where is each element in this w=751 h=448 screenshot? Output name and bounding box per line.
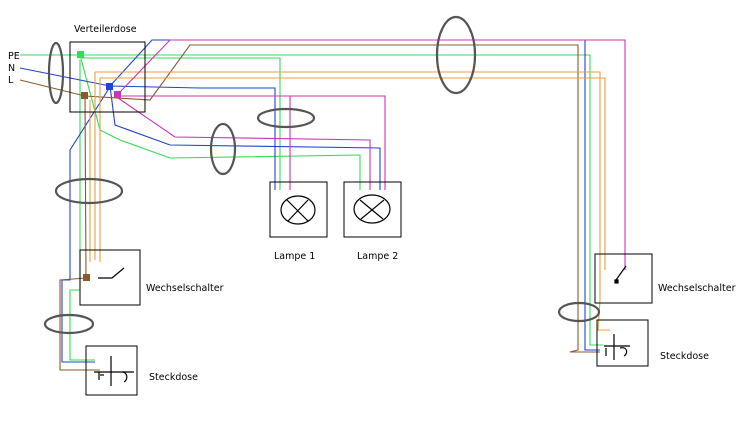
l-label: L <box>8 75 14 86</box>
cable-bundle-lamp1 <box>256 107 316 129</box>
lamp2-label: Lampe 2 <box>357 251 398 262</box>
lamp1-box <box>269 181 328 238</box>
switch-left-terminal <box>83 274 90 281</box>
lamp2-box <box>343 181 402 238</box>
cable-bundle-left-switch <box>54 177 124 205</box>
switch-left-label: Wechselschalter <box>146 283 224 294</box>
socket-right-label: Steckdose <box>660 351 709 362</box>
switched-wires <box>117 39 626 270</box>
socket-left-icon <box>94 356 134 386</box>
switch-right-box <box>594 253 653 304</box>
terminals <box>77 51 121 281</box>
switch-right-icon <box>614 265 627 284</box>
phase-wires <box>19 44 600 371</box>
cable-bundle-lamp2 <box>209 122 237 176</box>
lamp2-icon <box>353 194 391 224</box>
switch-left-box <box>79 249 141 306</box>
cable-bundle-left-socket <box>43 313 95 335</box>
distributor-box <box>69 41 146 113</box>
lamp1-icon <box>280 195 316 225</box>
distributor-label: Verteilerdose <box>74 24 137 35</box>
cable-bundle-left-feed <box>47 41 65 105</box>
n-label: N <box>8 63 15 74</box>
cable-bundle-right-socket <box>557 301 601 323</box>
l-terminal <box>81 92 88 99</box>
pe-terminal <box>77 51 84 58</box>
socket-right-box <box>596 319 649 367</box>
lamp1-label: Lampe 1 <box>274 251 315 262</box>
socket-left-box <box>85 345 138 396</box>
switch-right-label: Wechselschalter <box>658 283 736 294</box>
switch-left-icon <box>98 267 125 279</box>
pe-wires <box>20 54 603 361</box>
socket-right-icon <box>604 334 630 360</box>
pe-label: PE <box>8 51 20 62</box>
cable-bundle-top-right <box>435 15 477 95</box>
switched-terminal <box>114 91 121 98</box>
socket-left-label: Steckdose <box>149 372 198 383</box>
traveler-wires <box>89 71 610 331</box>
n-terminal <box>106 83 113 90</box>
